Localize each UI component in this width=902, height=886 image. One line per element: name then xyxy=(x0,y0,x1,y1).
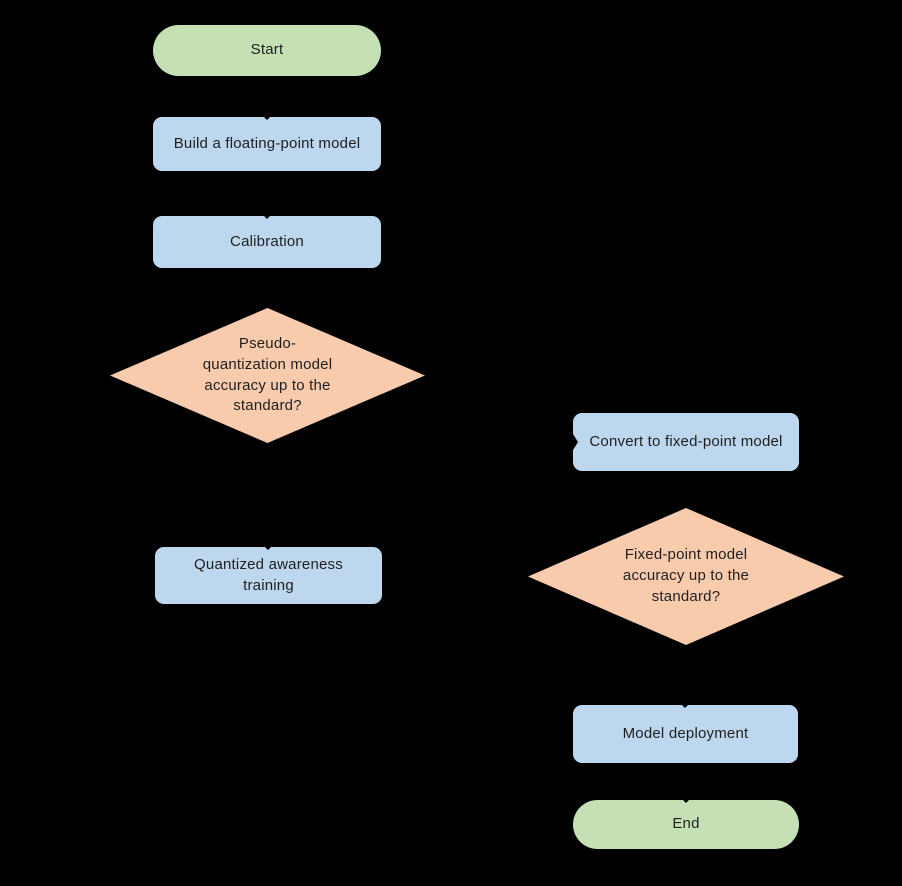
node-build-floating-point-model: Build a floating-point model xyxy=(153,117,381,171)
node-label: Pseudo- quantization model accuracy up t… xyxy=(202,335,333,415)
arrowhead-icon xyxy=(573,434,578,450)
node-label: Fixed-point model accuracy up to the sta… xyxy=(622,546,750,605)
node-model-deployment: Model deployment xyxy=(573,705,798,763)
arrowhead-icon xyxy=(683,800,689,803)
node-end: End xyxy=(573,800,799,849)
arrowhead-icon xyxy=(264,117,270,120)
node-quantized-awareness-training: Quantized awareness training xyxy=(155,547,382,604)
node-label: Quantized awareness training xyxy=(194,555,343,594)
node-pseudo-quantization-decision: Pseudo- quantization model accuracy up t… xyxy=(110,308,425,443)
node-label: Calibration xyxy=(230,232,304,250)
node-start: Start xyxy=(153,25,381,76)
node-fixed-point-decision: Fixed-point model accuracy up to the sta… xyxy=(528,508,844,645)
node-convert-fixed-point-model: Convert to fixed-point model xyxy=(573,413,799,471)
node-label: Model deployment xyxy=(622,724,749,742)
arrowhead-icon xyxy=(682,705,688,708)
arrowhead-icon xyxy=(265,547,271,550)
node-label: Convert to fixed-point model xyxy=(589,432,783,450)
node-label: Build a floating-point model xyxy=(173,134,361,152)
arrowhead-icon xyxy=(264,216,270,219)
node-label: Start xyxy=(250,41,284,59)
node-label: End xyxy=(672,815,700,833)
node-calibration: Calibration xyxy=(153,216,381,268)
